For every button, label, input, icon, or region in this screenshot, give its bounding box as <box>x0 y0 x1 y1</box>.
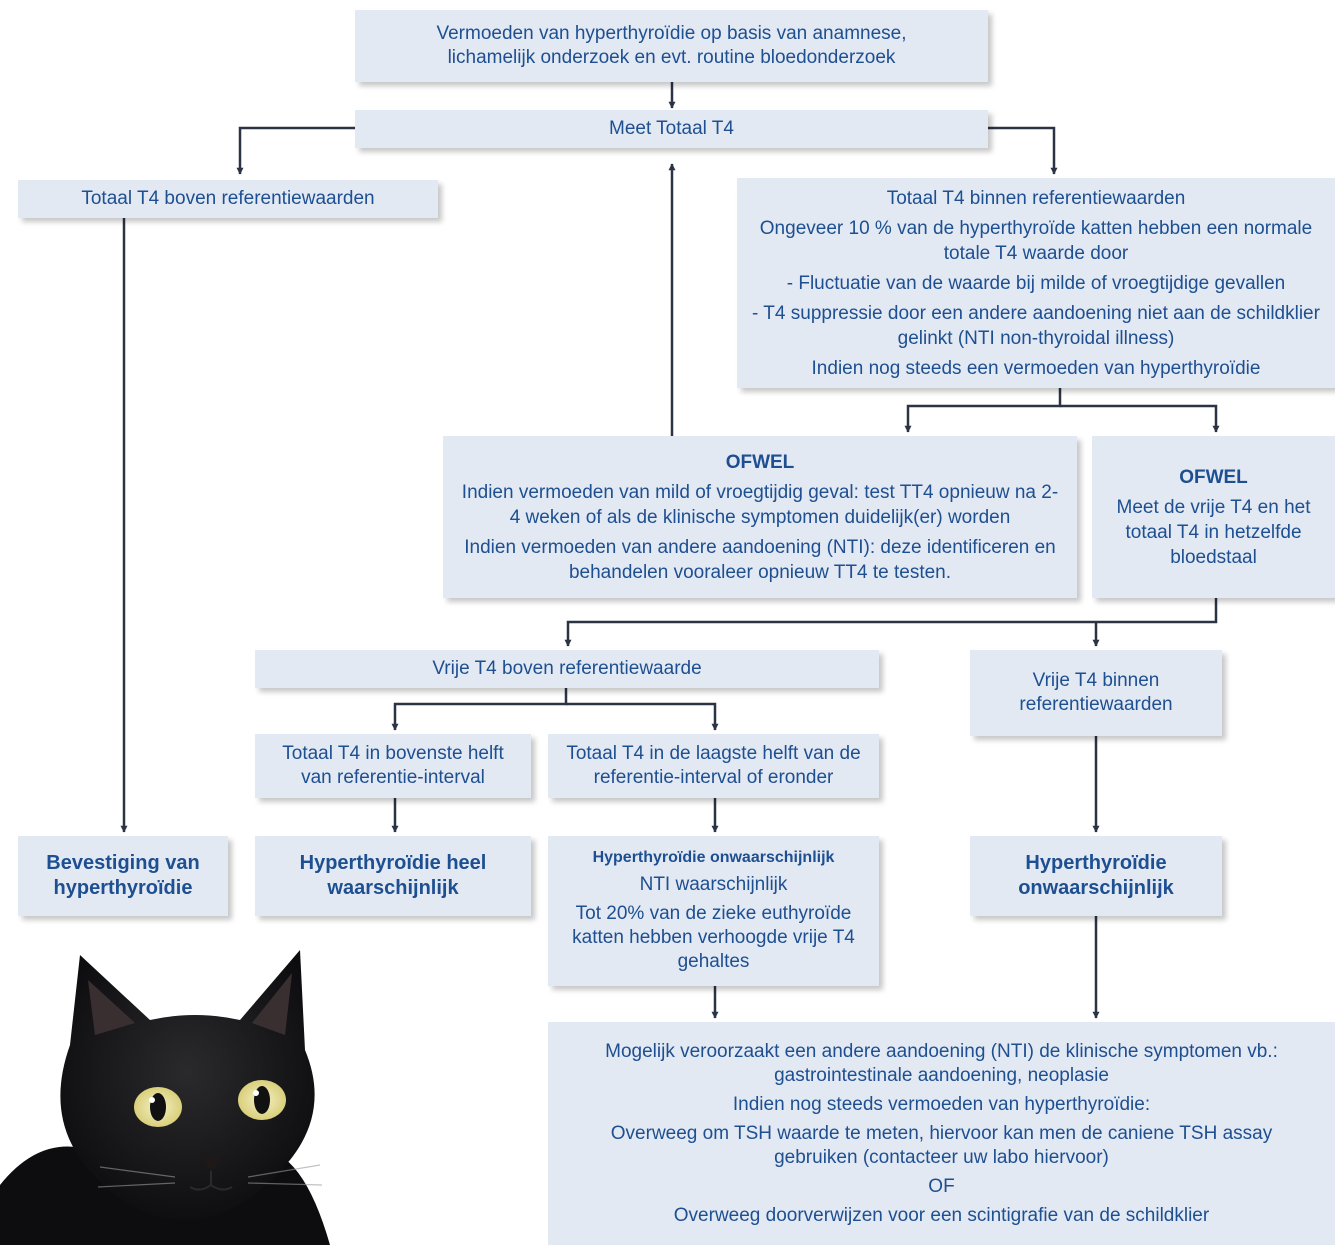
node-tt4-within-line3: - T4 suppressie door een andere aandoeni… <box>752 302 1320 349</box>
black-cat-image <box>0 950 330 1245</box>
arrow-ft4above-split-right <box>566 702 719 731</box>
node-tt4-upper-half-label: Totaal T4 in bovenste helft van referent… <box>282 743 504 788</box>
node-suspicion-line2: lichamelijk onderzoek en evt. routine bl… <box>447 47 896 68</box>
node-unlikely-nti-heading: Hyperthyroïdie onwaarschijnlijk <box>592 849 835 866</box>
node-either-ft4-heading: OFWEL <box>1179 466 1248 488</box>
node-either-retest: OFWEL Indien vermoeden van mild of vroeg… <box>443 436 1077 598</box>
node-unlikely: Hyperthyroïdie onwaarschijnlijk <box>970 836 1222 916</box>
node-measure-tt4-label: Meet Totaal T4 <box>609 118 734 139</box>
arrow-ft4-split <box>564 598 1218 647</box>
node-final-line5: Overweeg doorverwijzen voor een scintigr… <box>673 1204 1210 1226</box>
node-suspicion: Vermoeden van hyperthyroïdie op basis va… <box>355 10 988 82</box>
node-very-likely: Hyperthyroïdie heel waarschijnlijk <box>255 836 531 916</box>
node-ft4-within-label: Vrije T4 binnen referentiewaarden <box>1019 670 1173 715</box>
node-either-retest-line1: Indien vermoeden van mild of vroegtijdig… <box>461 481 1059 528</box>
node-either-retest-heading: OFWEL <box>725 451 795 473</box>
node-very-likely-label: Hyperthyroïdie heel waarschijnlijk <box>299 852 487 899</box>
node-either-retest-line2: Indien vermoeden van andere aandoening (… <box>464 536 1056 583</box>
node-tt4-within-line2: - Fluctuatie van de waarde bij milde of … <box>786 272 1286 294</box>
node-tt4-within-line4: Indien nog steeds een vermoeden van hype… <box>811 357 1261 379</box>
arrow-within-split <box>904 388 1062 433</box>
node-unlikely-nti-line1: NTI waarschijnlijk <box>639 874 788 895</box>
node-confirmed: Bevestiging van hyperthyroïdie <box>18 836 228 916</box>
node-tt4-above: Totaal T4 boven referentiewaarden <box>18 180 438 218</box>
node-unlikely-label: Hyperthyroïdie onwaarschijnlijk <box>1018 852 1174 899</box>
node-tt4-within-title: Totaal T4 binnen referentiewaarden <box>886 187 1186 209</box>
node-tt4-within: Totaal T4 binnen referentiewaarden Ongev… <box>737 178 1335 388</box>
node-final: Mogelijk veroorzaakt een andere aandoeni… <box>548 1022 1335 1245</box>
node-tt4-upper-half: Totaal T4 in bovenste helft van referent… <box>255 734 531 798</box>
node-ft4-above: Vrije T4 boven referentiewaarde <box>255 650 879 688</box>
node-ft4-above-label: Vrije T4 boven referentiewaarde <box>432 658 702 679</box>
node-unlikely-nti-line2: Tot 20% van de zieke euthyroïde katten h… <box>572 903 855 972</box>
node-final-line3: Overweeg om TSH waarde te meten, hiervoo… <box>610 1122 1273 1168</box>
arrow-measure-to-within <box>988 126 1058 175</box>
node-confirmed-label: Bevestiging van hyperthyroïdie <box>46 852 200 899</box>
node-tt4-lower-half: Totaal T4 in de laagste helft van de ref… <box>548 734 879 798</box>
node-final-line1: Mogelijk veroorzaakt een andere aandoeni… <box>605 1040 1278 1086</box>
node-final-line2: Indien nog steeds vermoeden van hyperthy… <box>732 1093 1151 1115</box>
arrow-measure-to-above <box>236 126 355 175</box>
node-suspicion-line1: Vermoeden van hyperthyroïdie op basis va… <box>436 23 907 44</box>
arrow-ft4above-split <box>391 688 568 731</box>
node-ft4-within: Vrije T4 binnen referentiewaarden <box>970 650 1222 736</box>
node-tt4-lower-half-label: Totaal T4 in de laagste helft van de ref… <box>566 743 861 788</box>
node-measure-tt4: Meet Totaal T4 <box>355 110 988 148</box>
node-tt4-above-label: Totaal T4 boven referentiewaarden <box>81 188 375 209</box>
node-either-ft4: OFWEL Meet de vrije T4 en het totaal T4 … <box>1092 436 1335 598</box>
arrow-within-split-right <box>1060 404 1220 433</box>
node-unlikely-nti: Hyperthyroïdie onwaarschijnlijk NTI waar… <box>548 836 879 986</box>
node-tt4-within-line1: Ongeveer 10 % van de hyperthyroïde katte… <box>759 217 1313 264</box>
node-either-ft4-text: Meet de vrije T4 en het totaal T4 in het… <box>1116 496 1311 568</box>
node-final-line4: OF <box>928 1175 955 1197</box>
